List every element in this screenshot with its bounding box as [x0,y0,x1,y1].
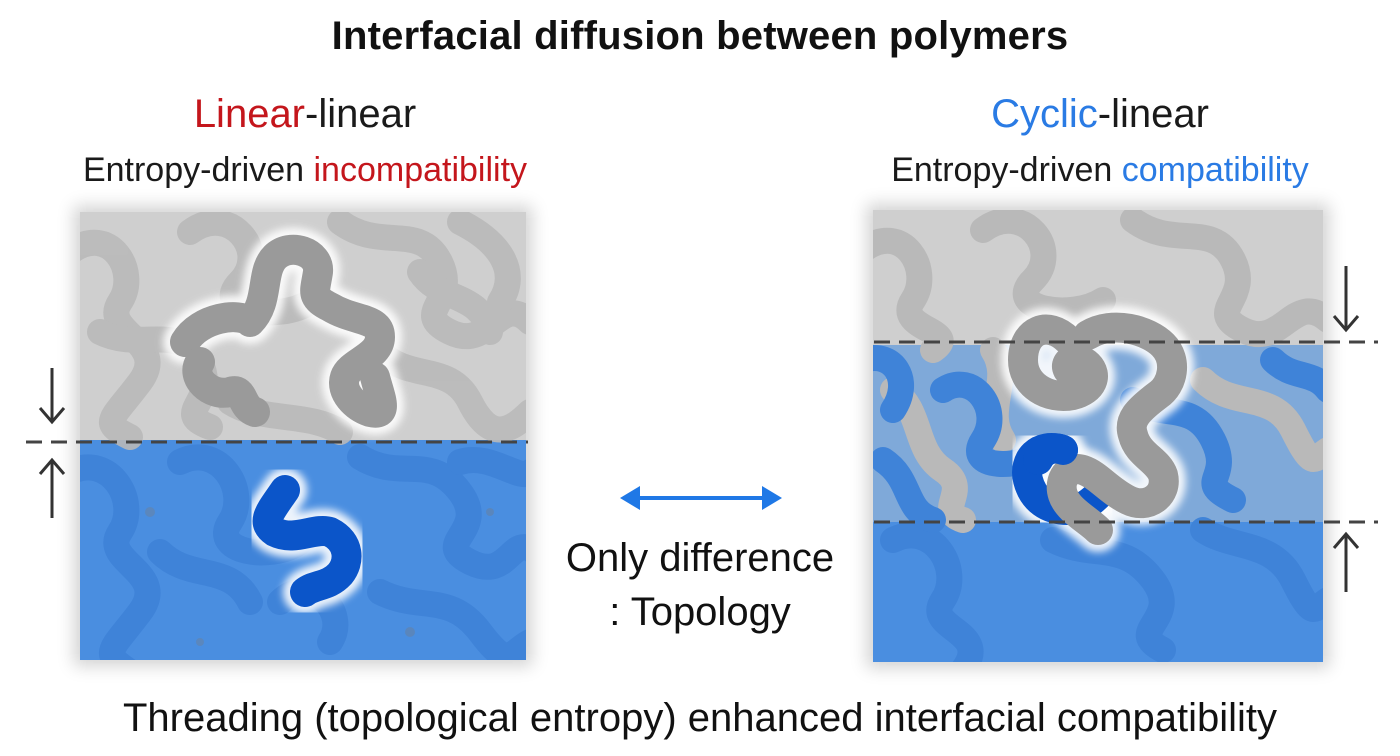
down-arrow-icon [1332,266,1360,333]
left-panel-illustration [80,212,526,660]
down-arrow-icon [38,368,66,425]
left-panel-linear-linear [80,212,526,660]
gray-background-coils [873,210,1323,533]
right-heading: Cyclic-linear [870,92,1330,137]
left-subtitle-prefix: Entropy-driven [82,151,314,189]
right-subtitle: Entropy-driven compatibility [820,151,1380,190]
gray-linear-chain-tail [182,347,270,427]
left-subtitle-highlight: incompatibility [313,151,528,189]
figure-title: Interfacial diffusion between polymers [331,14,1069,58]
left-heading: Linear-linear [80,92,530,137]
left-heading-rest: -linear [305,92,417,136]
right-panel-illustration [873,210,1323,662]
double-arrow-icon [620,486,782,510]
right-subtitle-highlight: compatibility [1121,151,1309,189]
gray-linear-chain [170,234,397,428]
right-interface-marker [874,266,1378,592]
center-text-line2: : Topology [609,590,791,634]
left-subtitle: Entropy-driven incompatibility [20,151,590,190]
gray-background-coils [80,212,526,450]
right-subtitle-prefix: Entropy-driven [891,151,1122,189]
left-heading-highlight: Linear [193,92,306,136]
up-arrow-icon [38,457,66,518]
center-text-line1: Only difference [565,536,835,580]
footer-caption: Threading (topological entropy) enhanced… [123,696,1277,740]
blue-ring-overlap [1023,433,1078,475]
left-interface-marker [26,368,528,518]
right-panel-cyclic-linear [873,210,1323,662]
right-heading-highlight: Cyclic [991,92,1098,136]
up-arrow-icon [1332,531,1360,592]
blue-linear-chain [252,475,362,607]
gray-cyclic-chain [1008,312,1188,545]
right-heading-rest: -linear [1097,92,1209,136]
